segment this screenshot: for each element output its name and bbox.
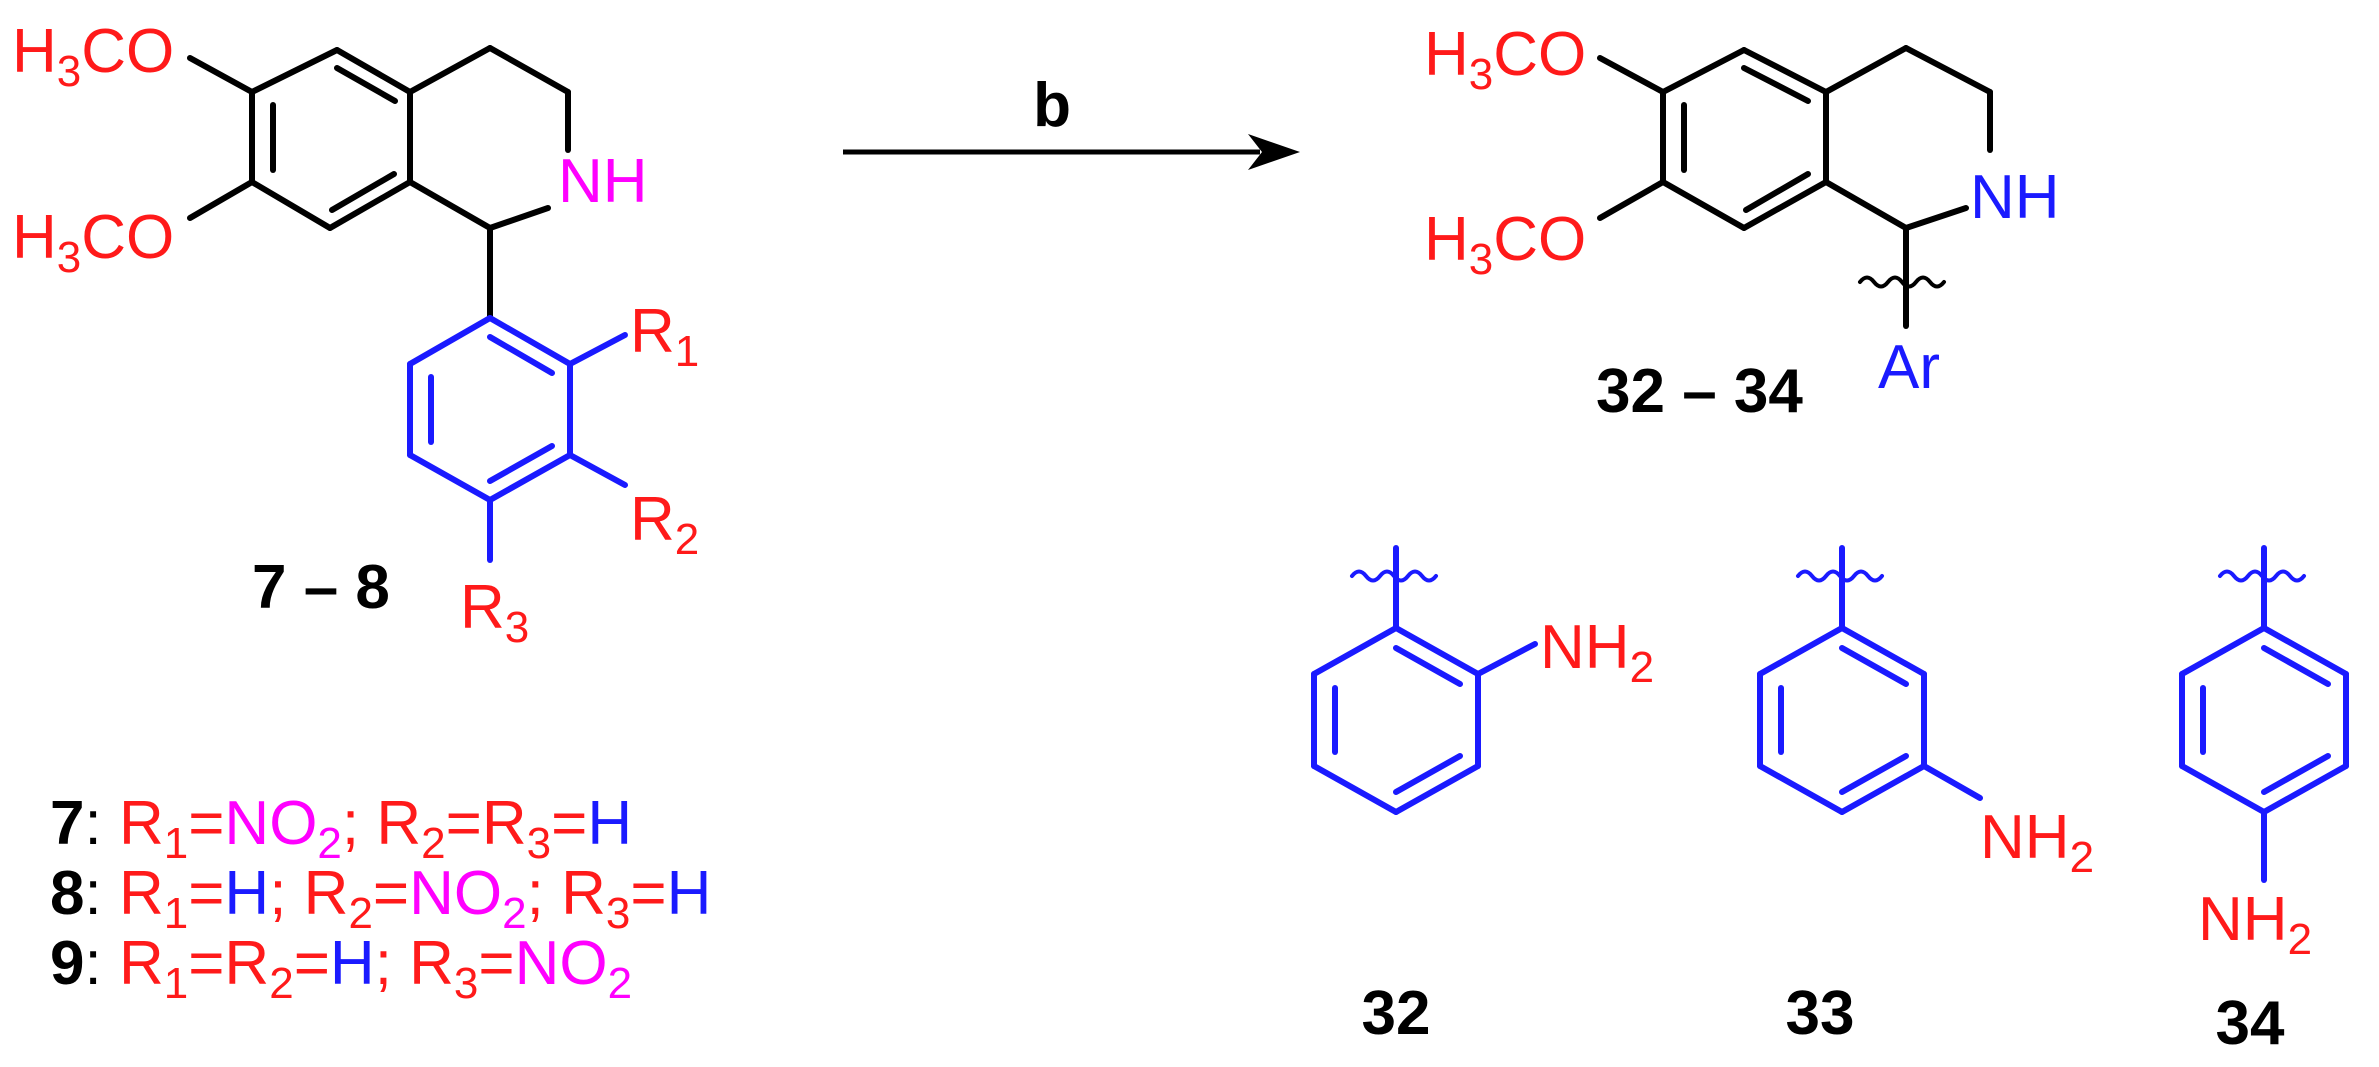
product-ar-label: Ar [1878,333,1940,402]
substituent-text: = [630,859,666,928]
substituent-subscript: 2 [608,959,632,1008]
aryl-group-32: NH2 32 [1311,545,1654,1048]
substituent-subscript: 3 [527,819,551,868]
substituent-text: = [188,929,224,998]
substituent-text: R [119,789,164,858]
substituent-row-id: 9 [50,929,84,998]
aryl-34-label: 34 [2216,989,2285,1058]
substituent-text: ; [527,859,561,928]
sm-bonds [187,45,571,321]
substituent-subscript: 3 [454,959,478,1008]
substituent-text: ; [269,859,303,928]
substituent-subscript: 2 [502,889,526,938]
substituent-text: NO [409,859,502,928]
sm-amine-nh: NH [558,147,648,216]
aryl-32-bonds [1311,545,1538,815]
substituent-text: = [188,789,224,858]
substituent-subscript: 2 [317,819,341,868]
aryl-group-34: NH2 34 [2179,545,2349,1058]
sm-r2: R2 [630,485,699,564]
substituent-text: = [551,789,587,858]
product-bonds [1597,45,1993,329]
substituent-text: R [482,789,527,858]
reagent-label: b [1033,71,1071,140]
substituent-text: = [188,859,224,928]
substituent-subscript: 1 [164,959,188,1008]
substituent-text: = [294,929,330,998]
substituent-text: H [587,789,632,858]
substituent-subscript: 2 [421,819,445,868]
aryl-group-33: NH2 33 [1757,545,2094,1048]
substituent-text: H [224,859,269,928]
substituent-text: R [119,859,164,928]
substituent-subscript: 3 [606,889,630,938]
product-compound-label: 32 – 34 [1596,357,1803,426]
substituent-text: R [304,859,349,928]
substituent-row-8: 8: R1=H; R2=NO2; R3=H [50,859,711,938]
aryl-34-nh2: NH2 [2198,885,2312,964]
substituent-row-id: 7 [50,789,84,858]
substituent-text: ; [342,789,376,858]
product-methoxy-top: H3CO [1424,20,1586,99]
sm-r1: R1 [630,297,699,376]
aryl-34-bonds [2179,545,2349,883]
substituent-text: NO [224,789,317,858]
substituent-text: R [409,929,454,998]
substituent-text: H [330,929,375,998]
substituent-subscript: 1 [164,889,188,938]
aryl-33-label: 33 [1786,979,1855,1048]
substituent-subscript: 1 [164,819,188,868]
substituent-text: H [667,859,712,928]
aryl-33-nh2: NH2 [1980,803,2094,882]
substituent-text: = [373,859,409,928]
substituent-text: R [119,929,164,998]
sm-r3: R3 [460,573,529,652]
sm-phenyl-ring [407,315,628,563]
substituent-table: 7: R1=NO2; R2=R3=H8: R1=H; R2=NO2; R3=H9… [50,789,711,1008]
substituent-row-sep: : [84,859,118,928]
sm-methoxy-bottom: H3CO [12,203,174,282]
substituent-row-7: 7: R1=NO2; R2=R3=H [50,789,632,868]
substituent-text: = [478,929,514,998]
reaction-arrow: b [843,71,1300,170]
sm-compound-label: 7 – 8 [252,553,390,622]
product-structure: H3CO H3CO NH Ar 32 – 34 [1424,20,2060,426]
substituent-text: R [561,859,606,928]
substituent-row-sep: : [84,789,118,858]
substituent-text: ; [375,929,409,998]
substituent-text: = [446,789,482,858]
aryl-33-bonds [1757,545,1983,815]
substituent-row-9: 9: R1=R2=H; R3=NO2 [50,929,632,1008]
substituent-text: R [376,789,421,858]
substituent-subscript: 2 [269,959,293,1008]
substituent-row-sep: : [84,929,118,998]
product-amine-nh: NH [1970,163,2060,232]
product-methoxy-bottom: H3CO [1424,205,1586,284]
aryl-32-label: 32 [1362,979,1431,1048]
substituent-row-id: 8 [50,859,84,928]
substituent-text: R [224,929,269,998]
substituent-text: NO [515,929,608,998]
aryl-32-nh2: NH2 [1540,613,1654,692]
sm-methoxy-top: H3CO [12,17,174,96]
starting-material-structure: H3CO H3CO NH R1 R2 R3 7 – 8 [12,17,699,652]
substituent-subscript: 2 [348,889,372,938]
